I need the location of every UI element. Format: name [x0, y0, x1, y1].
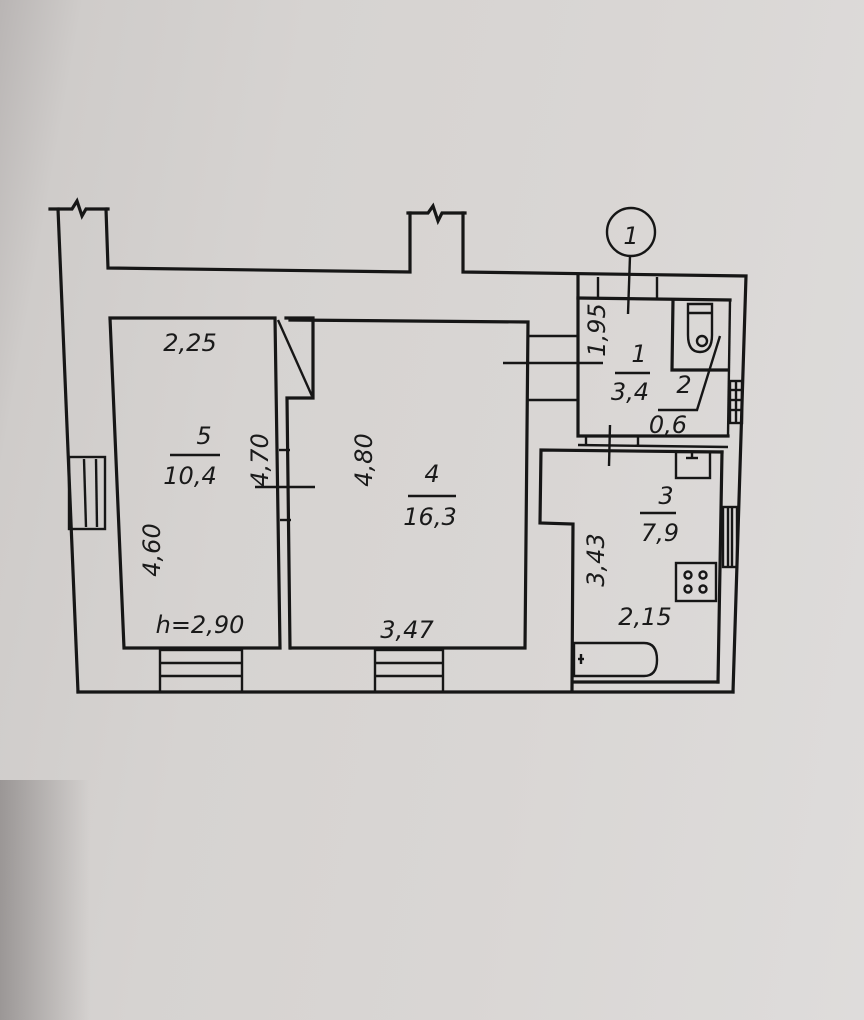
- dim-room-5-height: 4,60: [138, 523, 166, 576]
- stove-icon: [674, 561, 718, 603]
- room-1-number: 1: [631, 340, 646, 368]
- dim-room-5-right: 4,70: [246, 433, 274, 486]
- room-5-number: 5: [196, 422, 211, 450]
- room-1: [576, 206, 732, 467]
- labels: 1 2,25 5 10,4 4,60 4,70 h=2,90 4,80 4 16…: [138, 222, 692, 644]
- axis-marker-circle: [605, 206, 657, 258]
- photo-shadow: [0, 780, 90, 1020]
- dim-room-3-width: 2,15: [618, 603, 671, 631]
- sink-icon: [674, 450, 712, 480]
- room-2-area: 0,6: [649, 411, 687, 439]
- dim-room-1: 1,95: [583, 303, 611, 356]
- window-room-5-left: [67, 455, 107, 531]
- axis-marker-label: 1: [623, 222, 638, 250]
- room-2-number: 2: [676, 371, 691, 399]
- window-room-3-right: [721, 505, 739, 569]
- room-4-number: 4: [424, 460, 439, 488]
- window-room-5-bottom: [158, 648, 244, 694]
- dim-room-5-width: 2,25: [163, 329, 216, 357]
- toilet-icon: [686, 302, 714, 354]
- bathtub-icon: [572, 641, 659, 678]
- room-3-area: 7,9: [641, 519, 679, 547]
- room-2: [658, 298, 744, 437]
- room-4-area: 16,3: [403, 503, 456, 531]
- room-4: [288, 318, 603, 694]
- dim-room-4-width: 3,47: [380, 616, 434, 644]
- room-3: [538, 448, 739, 692]
- dim-room-3-height: 3,43: [582, 533, 610, 586]
- room-1-area: 3,4: [611, 378, 649, 406]
- door-swing: [276, 319, 314, 397]
- dim-room-4-height: 4,80: [350, 433, 378, 486]
- ceiling-height: h=2,90: [156, 611, 245, 639]
- window-room-4-bottom: [373, 648, 445, 694]
- room-5: [67, 316, 282, 694]
- partition-5-4: [255, 316, 315, 650]
- room-5-area: 10,4: [163, 462, 216, 490]
- room-3-number: 3: [658, 482, 673, 510]
